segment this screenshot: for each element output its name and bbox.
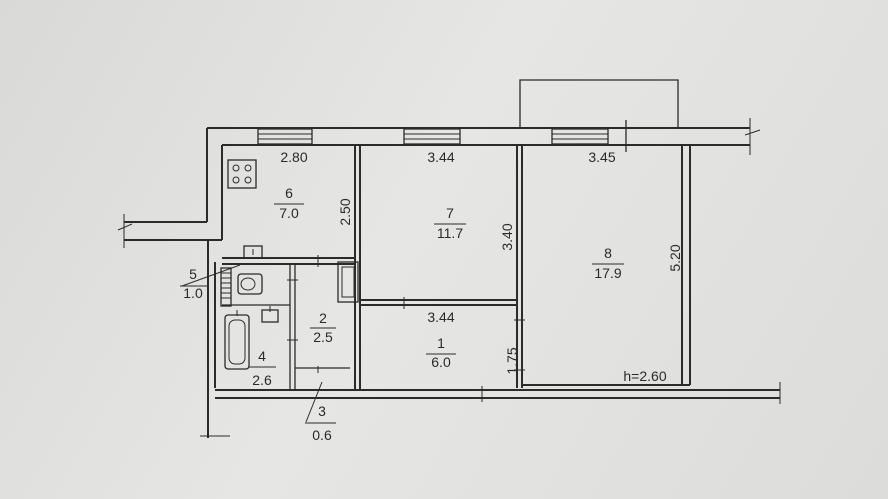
room-number: 8 bbox=[604, 245, 612, 261]
kitchen-sink-icon bbox=[243, 245, 263, 259]
room-number: 3 bbox=[318, 403, 326, 419]
room-number: 6 bbox=[285, 185, 293, 201]
room-area: 11.7 bbox=[437, 225, 463, 241]
room-number: 7 bbox=[446, 205, 454, 221]
dim-kitchen-width: 2.80 bbox=[280, 149, 307, 165]
room-4-label: 4 2.6 bbox=[249, 348, 276, 388]
leader-line-room5 bbox=[181, 264, 241, 287]
room-area: 2.5 bbox=[313, 329, 333, 345]
dim-room7-width: 3.44 bbox=[427, 149, 454, 165]
dim-room8-width: 3.45 bbox=[588, 149, 615, 165]
toilet-icon bbox=[237, 273, 263, 295]
dim-hall-depth: 1.75 bbox=[504, 347, 520, 374]
outer-walls bbox=[117, 79, 781, 438]
room-number: 5 bbox=[189, 266, 197, 282]
room-1-label: 1 6.0 bbox=[426, 335, 456, 370]
room-area: 6.0 bbox=[431, 354, 451, 370]
room-8-label: 8 17.9 bbox=[592, 245, 624, 281]
dim-kitchen-depth: 2.50 bbox=[337, 198, 353, 225]
room-7-label: 7 11.7 bbox=[434, 205, 466, 241]
room-3-label: 3 0.6 bbox=[312, 403, 332, 443]
room-area: 2.6 bbox=[252, 372, 272, 388]
leader-line-room3 bbox=[305, 381, 323, 423]
room-5-label: 5 1.0 bbox=[183, 266, 203, 301]
ceiling-height: h=2.60 bbox=[623, 368, 666, 384]
vent-shaft-icon bbox=[337, 261, 359, 303]
room-area: 17.9 bbox=[594, 265, 621, 281]
dim-room8-depth: 5.20 bbox=[667, 244, 683, 271]
dim-hall-width: 3.44 bbox=[427, 309, 454, 325]
radiator-icon bbox=[220, 267, 232, 307]
stove-icon bbox=[227, 159, 257, 189]
room-number: 1 bbox=[437, 335, 445, 351]
room-number: 2 bbox=[319, 310, 327, 326]
room-area: 1.0 bbox=[183, 285, 203, 301]
washbasin-icon bbox=[261, 306, 279, 323]
room-6-label: 6 7.0 bbox=[274, 185, 304, 221]
windows bbox=[257, 120, 627, 152]
bathtub-icon bbox=[224, 310, 250, 370]
room-area: 7.0 bbox=[279, 205, 299, 221]
room-area: 0.6 bbox=[312, 427, 332, 443]
door-marks bbox=[287, 255, 525, 402]
room-2-label: 2 2.5 bbox=[310, 310, 336, 345]
room-number: 4 bbox=[258, 348, 266, 364]
dim-room7-depth: 3.40 bbox=[499, 223, 515, 250]
